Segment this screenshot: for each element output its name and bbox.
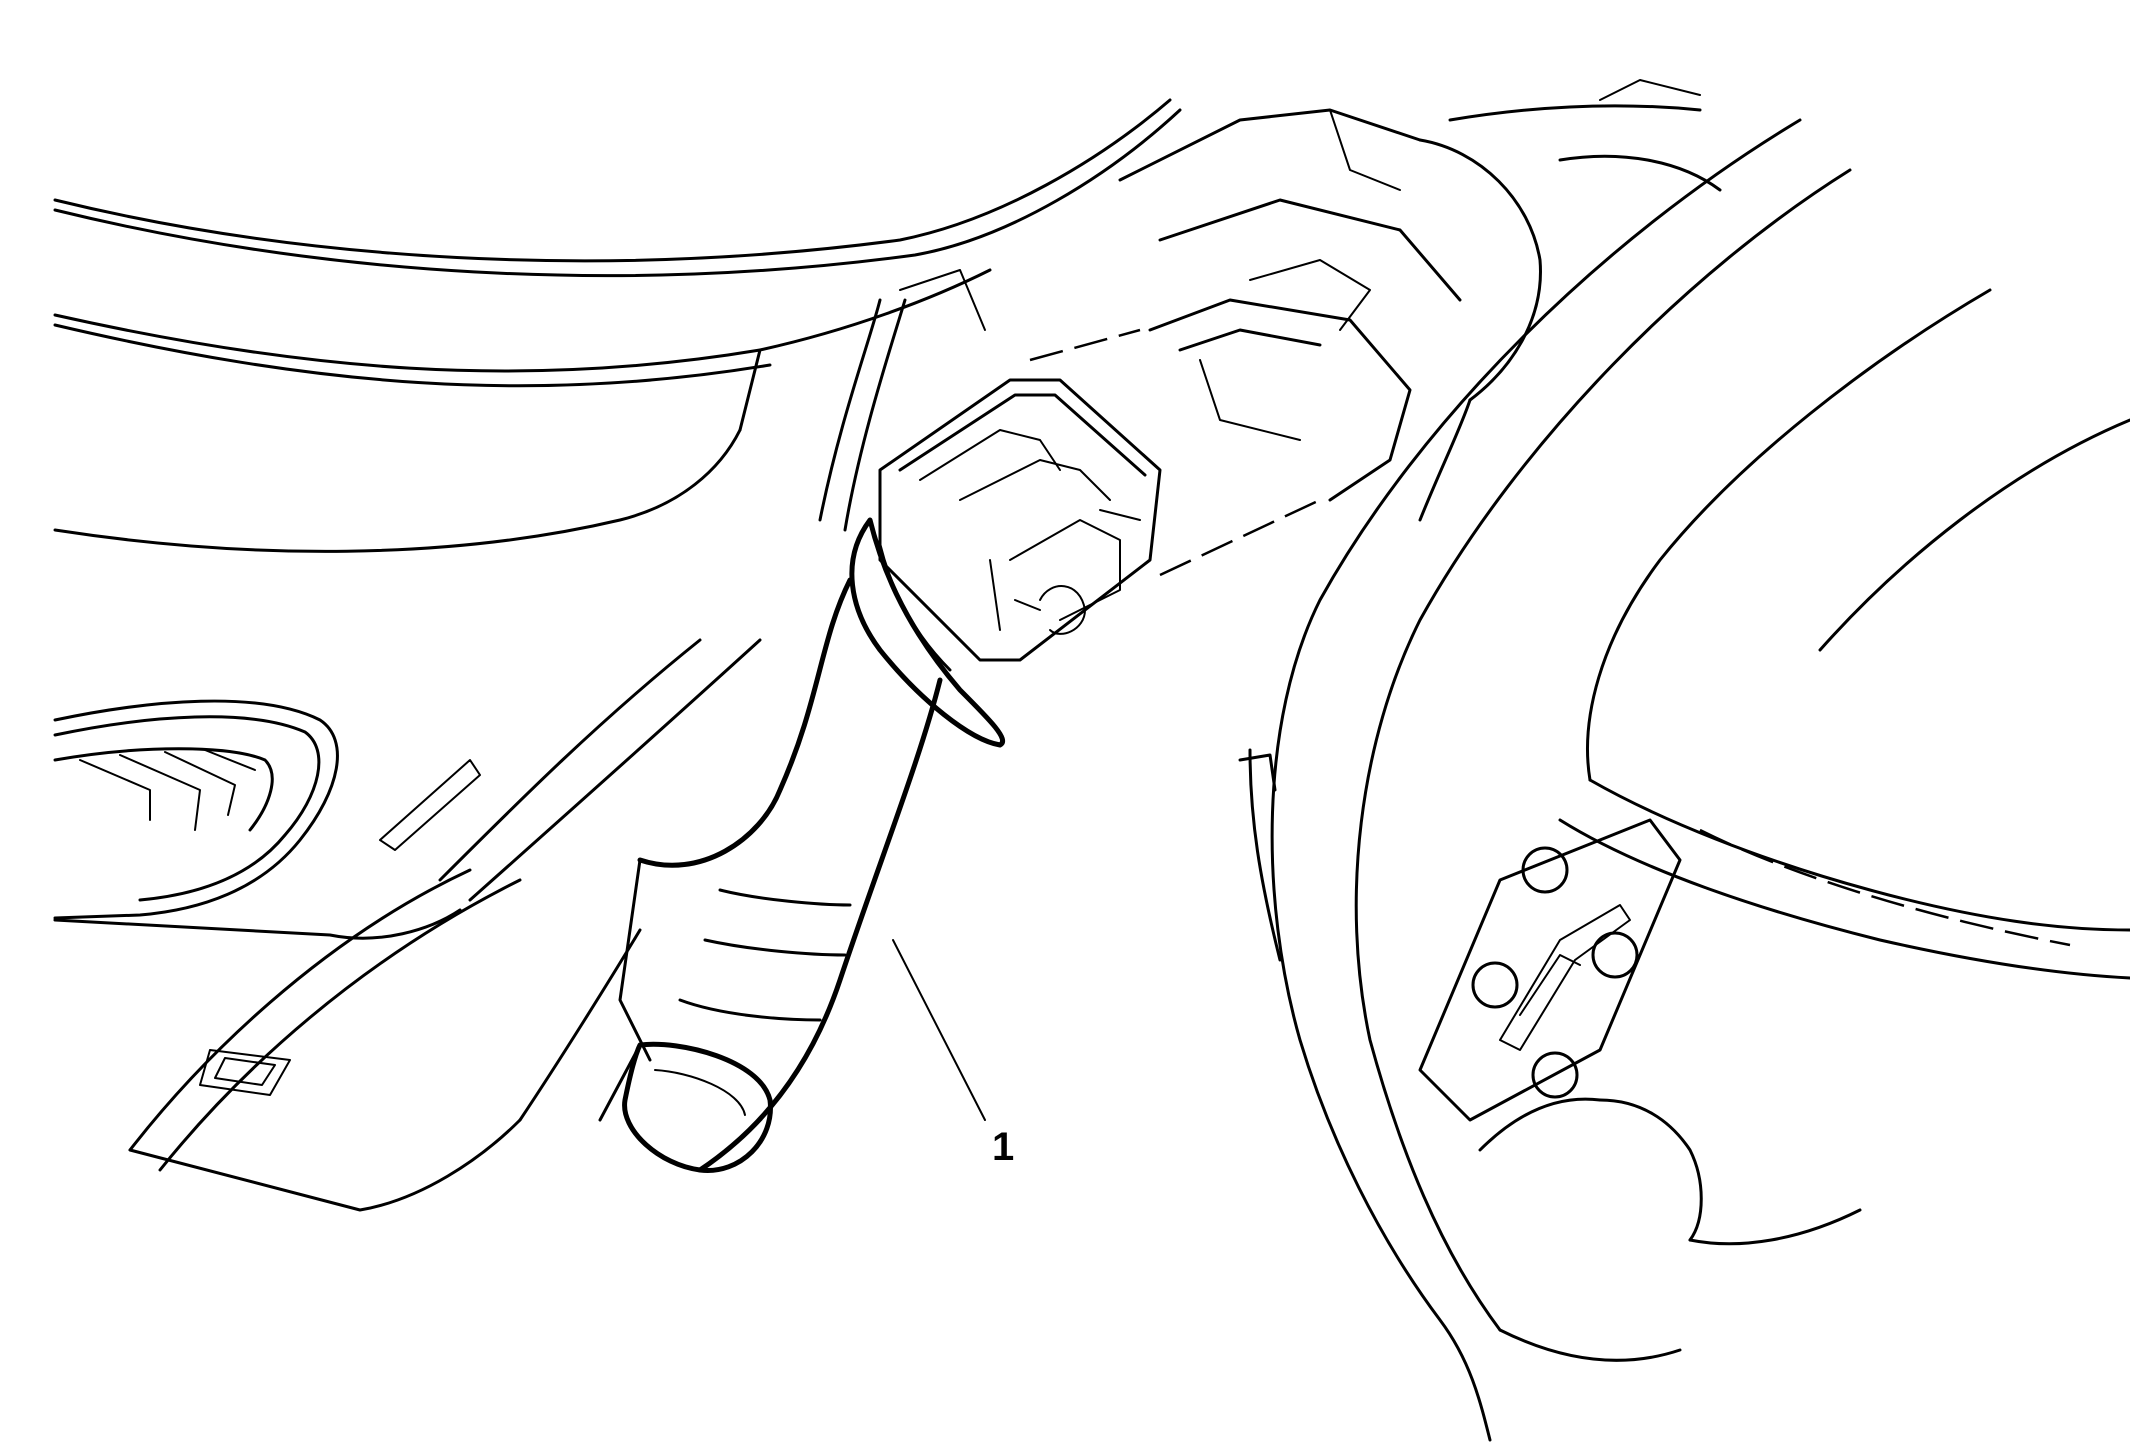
multifunction-lever (598, 517, 1006, 1173)
air-vent (53, 699, 462, 940)
steering-column (1029, 79, 1722, 577)
switch-module (878, 378, 1162, 662)
callout-1-leader (892, 939, 986, 1121)
instrument-panel (53, 98, 1182, 553)
callout-1: 1 (892, 939, 1014, 1169)
wheel-controls (1418, 818, 1682, 1122)
steering-wheel (1238, 118, 2130, 1442)
lower-dash-panel (128, 638, 762, 1212)
callout-1-label: 1 (992, 1125, 1014, 1169)
